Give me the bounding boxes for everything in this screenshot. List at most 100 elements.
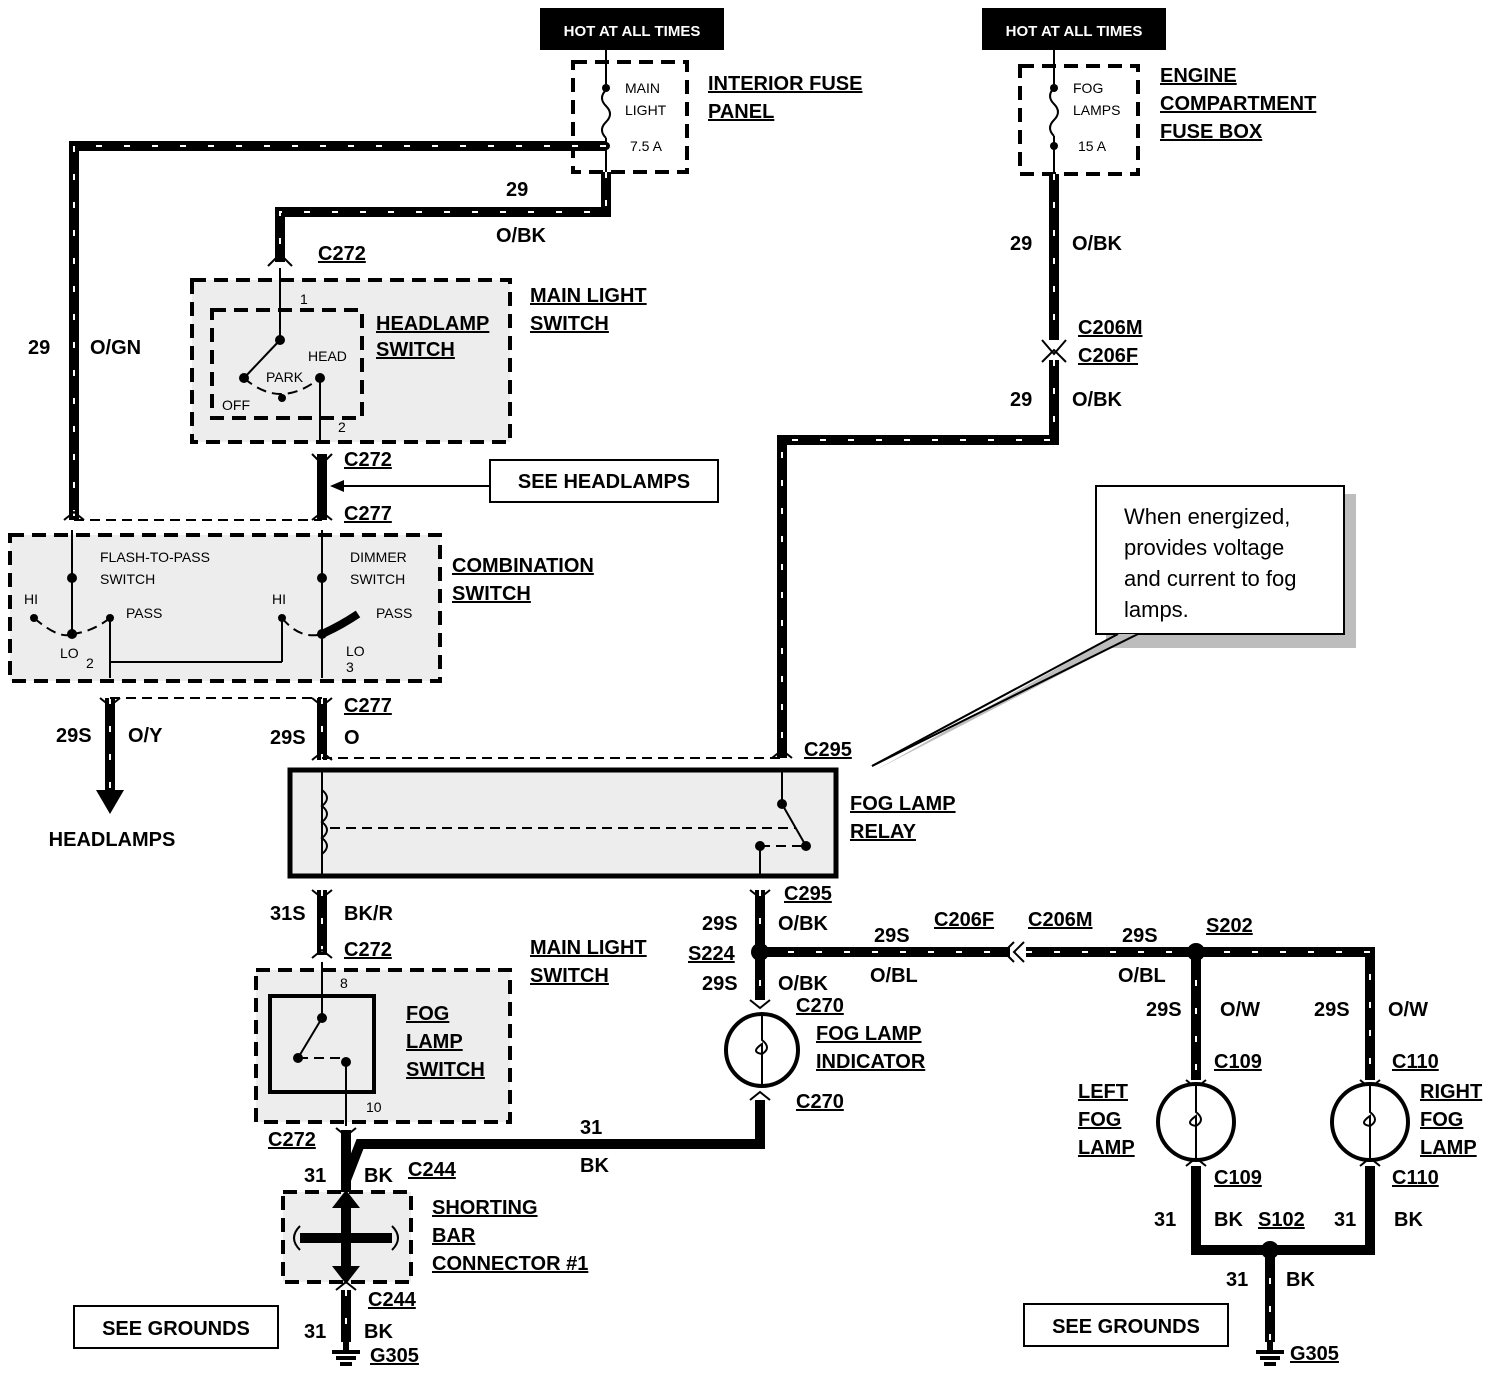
circuit-color: O/BK — [778, 973, 829, 995]
fuse-name-2: LIGHT — [625, 102, 667, 118]
connector-c270: C270 — [796, 995, 844, 1017]
label-line: BAR — [432, 1225, 476, 1247]
pos-pass-right: PASS — [376, 605, 412, 621]
flash-to-pass-line: SWITCH — [100, 571, 155, 587]
fog-lamp-relay-box-bg — [290, 770, 836, 876]
label-line: FOG LAMP — [816, 1023, 922, 1045]
label-line: FOG LAMP — [850, 793, 956, 815]
shorting-bar-connector: SHORTING BAR CONNECTOR #1 — [281, 1190, 588, 1284]
wire-31-bk-indicator — [341, 1100, 765, 1182]
label-line: FOG — [1078, 1109, 1121, 1131]
circuit-num: 31S — [270, 903, 306, 925]
circuit-color: BK/R — [344, 903, 393, 925]
connector-labels: C272 C272 C277 C206M C206F C277 C295 C29… — [268, 243, 1439, 1367]
connector-c109: C109 — [1214, 1051, 1262, 1073]
pos-head: HEAD — [308, 348, 347, 364]
circuit-num: 31 — [1226, 1269, 1248, 1291]
splice-s102-dot — [1261, 1241, 1279, 1259]
combination-switch: FLASH-TO-PASS SWITCH DIMMER SWITCH HI HI… — [8, 519, 594, 699]
splice-s202: S202 — [1206, 915, 1253, 937]
splice-s102: S102 — [1258, 1209, 1305, 1231]
dimmer-line: SWITCH — [350, 571, 405, 587]
hot-at-all-times-right: HOT AT ALL TIMES — [982, 8, 1166, 50]
label-line: LAMP — [1078, 1137, 1135, 1159]
engine-compartment-fuse-box-label: ENGINE COMPARTMENT FUSE BOX — [1160, 65, 1316, 143]
pos-hi-right: HI — [272, 591, 286, 607]
label-line: RIGHT — [1420, 1081, 1482, 1103]
pin-3: 3 — [346, 659, 354, 675]
label-line: CONNECTOR #1 — [432, 1253, 588, 1275]
fog-lamp-indicator: FOG LAMP INDICATOR — [724, 1012, 926, 1088]
connector-c110: C110 — [1392, 1051, 1439, 1073]
label-line: LEFT — [1078, 1081, 1128, 1103]
circuit-color: O/BL — [870, 965, 918, 987]
circuit-num: 31 — [1334, 1209, 1356, 1231]
see-headlamps-reference[interactable]: SEE HEADLAMPS — [330, 459, 719, 503]
splice-s224: S224 — [688, 943, 736, 965]
circuit-num: 29 — [506, 179, 528, 201]
connector-c277: C277 — [344, 695, 392, 717]
callout-line-4: lamps. — [1124, 597, 1189, 622]
connector-c244: C244 — [408, 1159, 457, 1181]
connector-c272: C272 — [344, 939, 392, 961]
pos-lo-left: LO — [60, 645, 79, 661]
callout-line-3: and current to fog — [1124, 566, 1296, 591]
see-grounds-left[interactable]: SEE GROUNDS — [73, 1305, 279, 1349]
circuit-num: 29S — [1122, 925, 1158, 947]
fog-lamp-relay: FOG LAMP RELAY — [287, 757, 956, 879]
see-grounds-text: SEE GROUNDS — [102, 1318, 250, 1340]
circuit-num: 29 — [1010, 389, 1032, 411]
dimmer-line: DIMMER — [350, 549, 407, 565]
circuit-num: 31 — [580, 1117, 602, 1139]
pos-off: OFF — [222, 397, 250, 413]
circuit-color: BK — [1214, 1209, 1243, 1231]
connector-c110: C110 — [1392, 1167, 1439, 1189]
label-line: SHORTING — [432, 1197, 538, 1219]
connector-c244: C244 — [368, 1289, 417, 1311]
label-line: PANEL — [708, 101, 774, 123]
fuse-name-1: FOG — [1073, 80, 1103, 96]
pos-lo-right: LO — [346, 643, 365, 659]
see-grounds-right[interactable]: SEE GROUNDS — [1023, 1303, 1229, 1347]
connector-c206m: C206M — [1078, 317, 1142, 339]
circuit-num: 31 — [304, 1165, 326, 1187]
connector-c295: C295 — [784, 883, 832, 905]
ground-symbol-left — [332, 1342, 360, 1366]
circuit-labels: 29 O/BK 29 O/GN 29 O/BK 29 O/BK 29S O/Y … — [28, 179, 1428, 1343]
label-line: COMPARTMENT — [1160, 93, 1316, 115]
label-line: MAIN LIGHT — [530, 937, 647, 959]
wires — [69, 141, 1375, 1342]
connector-c206f: C206F — [934, 909, 994, 931]
headlamps-destination[interactable]: HEADLAMPS — [49, 829, 176, 851]
pos-park: PARK — [266, 369, 304, 385]
connector-c277: C277 — [344, 503, 392, 525]
pos-hi-left: HI — [24, 591, 38, 607]
connector-c272: C272 — [344, 449, 392, 471]
label-line: SWITCH — [406, 1059, 485, 1081]
label-line: FOG — [406, 1003, 449, 1025]
label-line: MAIN LIGHT — [530, 285, 647, 307]
circuit-num: 29S — [702, 913, 738, 935]
see-headlamps-text: SEE HEADLAMPS — [518, 471, 690, 493]
label-line: COMBINATION — [452, 555, 594, 577]
callout-line-1: When energized, — [1124, 504, 1290, 529]
main-light-fuse: MAIN LIGHT 7.5 A — [571, 60, 689, 174]
circuit-num: 29S — [1146, 999, 1182, 1021]
connector-c206m: C206M — [1028, 909, 1092, 931]
circuit-color: BK — [364, 1321, 393, 1343]
circuit-color: O/BL — [1118, 965, 1166, 987]
wire-29-o-bk-headlamp — [275, 172, 611, 262]
circuit-num: 29S — [56, 725, 92, 747]
label-line: LAMP — [1420, 1137, 1477, 1159]
hot-label-right: HOT AT ALL TIMES — [1006, 23, 1143, 40]
circuit-num: 29S — [874, 925, 910, 947]
connector-c295: C295 — [804, 739, 852, 761]
fuse-rating: 15 A — [1078, 138, 1107, 154]
right-fog-lamp: RIGHT FOG LAMP — [1330, 1081, 1482, 1162]
circuit-color: O/GN — [90, 337, 141, 359]
fog-lamp-switch-box-bg — [256, 970, 510, 1122]
circuit-color: BK — [1394, 1209, 1423, 1231]
label-line: LAMP — [406, 1031, 463, 1053]
circuit-num: 29 — [28, 337, 50, 359]
